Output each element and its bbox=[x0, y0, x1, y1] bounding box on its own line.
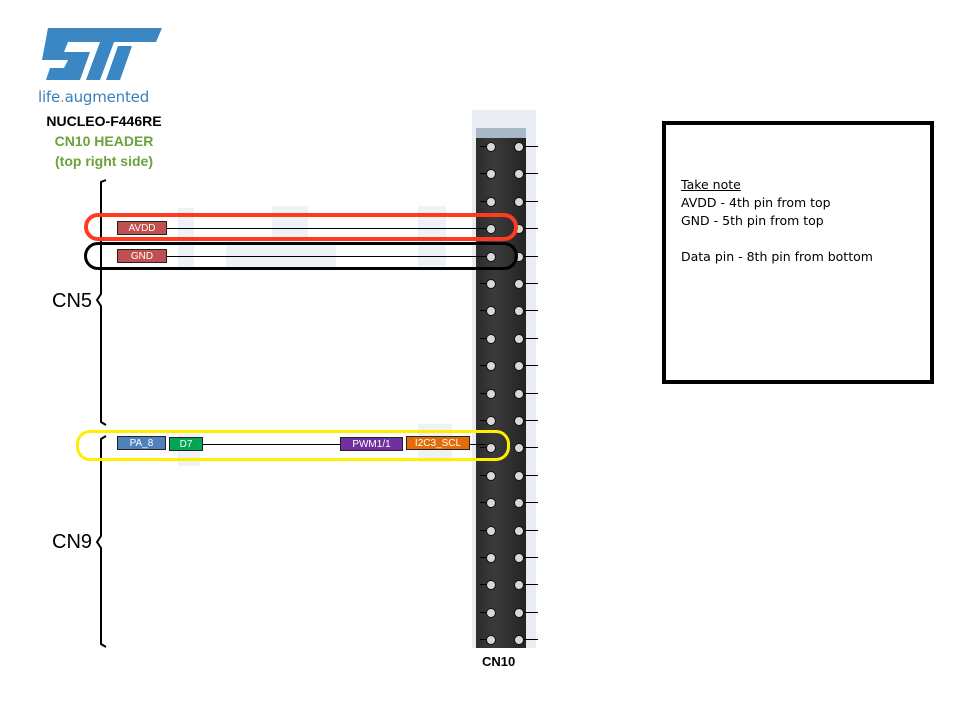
header-pin bbox=[486, 498, 496, 508]
header-pin-row bbox=[480, 633, 542, 645]
header-title: CN10 HEADER bbox=[24, 133, 184, 149]
header-pin bbox=[514, 443, 524, 453]
header-pin bbox=[514, 471, 524, 481]
pin-lead bbox=[522, 584, 538, 585]
cn5-label: CN5 bbox=[52, 290, 92, 313]
header-pin bbox=[514, 361, 524, 371]
cn10-label: CN10 bbox=[482, 654, 515, 669]
header-pin bbox=[514, 169, 524, 179]
header-pin-row bbox=[480, 414, 542, 426]
header-pin bbox=[514, 279, 524, 289]
header-pin bbox=[486, 471, 496, 481]
cn9-label: CN9 bbox=[52, 531, 92, 554]
board-title: NUCLEO-F446RE bbox=[24, 113, 184, 129]
note-data-pin: Data pin - 8th pin from bottom bbox=[681, 249, 873, 264]
pin-lead bbox=[522, 310, 538, 311]
header-pin bbox=[486, 279, 496, 289]
header-pin bbox=[514, 197, 524, 207]
pin-lead bbox=[522, 447, 538, 448]
pin-lead bbox=[522, 502, 538, 503]
header-pin bbox=[486, 635, 496, 645]
header-pin bbox=[486, 553, 496, 563]
header-pin bbox=[486, 306, 496, 316]
header-pin bbox=[486, 361, 496, 371]
note-avdd: AVDD - 4th pin from top bbox=[681, 195, 831, 210]
header-pin bbox=[514, 389, 524, 399]
pin-lead bbox=[522, 530, 538, 531]
pin-lead bbox=[522, 146, 538, 147]
pin-lead bbox=[522, 256, 538, 257]
header-pin bbox=[486, 580, 496, 590]
pin-lead bbox=[522, 420, 538, 421]
header-pin-row bbox=[480, 578, 542, 590]
header-pin bbox=[514, 498, 524, 508]
header-pin bbox=[514, 608, 524, 618]
header-pin bbox=[514, 553, 524, 563]
header-pin bbox=[486, 608, 496, 618]
header-pin-row bbox=[480, 524, 542, 536]
pin-lead bbox=[522, 475, 538, 476]
header-pin bbox=[486, 142, 496, 152]
header-pin-row bbox=[480, 387, 542, 399]
header-pin bbox=[514, 306, 524, 316]
logo-tagline: life.augmented bbox=[38, 88, 149, 106]
header-pin bbox=[486, 389, 496, 399]
pin-lead bbox=[522, 201, 538, 202]
header-pin bbox=[514, 580, 524, 590]
header-pin bbox=[486, 526, 496, 536]
header-pin bbox=[514, 526, 524, 536]
header-pin bbox=[486, 169, 496, 179]
header-pin-row bbox=[480, 277, 542, 289]
header-side-label: (top right side) bbox=[24, 153, 184, 169]
pin-lead bbox=[522, 639, 538, 640]
header-pin bbox=[486, 416, 496, 426]
header-pin bbox=[486, 197, 496, 207]
pin-lead bbox=[522, 283, 538, 284]
gnd-highlight bbox=[84, 242, 518, 270]
header-pin-row bbox=[480, 606, 542, 618]
header-pin-row bbox=[480, 359, 542, 371]
header-pin bbox=[486, 334, 496, 344]
pin-lead bbox=[522, 612, 538, 613]
data-pin-highlight bbox=[76, 430, 510, 461]
header-pin-row bbox=[480, 140, 542, 152]
header-pin-row bbox=[480, 496, 542, 508]
header-pin-row bbox=[480, 195, 542, 207]
header-pin-row bbox=[480, 332, 542, 344]
header-pin bbox=[514, 334, 524, 344]
header-pin-row bbox=[480, 167, 542, 179]
pin-lead bbox=[522, 338, 538, 339]
pin-lead bbox=[522, 228, 538, 229]
note-gnd: GND - 5th pin from top bbox=[681, 213, 824, 228]
header-pin bbox=[514, 142, 524, 152]
header-pin-row bbox=[480, 469, 542, 481]
pin-lead bbox=[522, 365, 538, 366]
header-pin bbox=[514, 635, 524, 645]
header-pin-row bbox=[480, 304, 542, 316]
header-pin bbox=[514, 416, 524, 426]
header-pin-row bbox=[480, 551, 542, 563]
note-heading: Take note bbox=[681, 177, 741, 192]
avdd-highlight bbox=[84, 213, 518, 241]
pin-lead bbox=[522, 393, 538, 394]
pin-lead bbox=[522, 557, 538, 558]
cn10-header-cap bbox=[476, 128, 526, 138]
pin-lead bbox=[522, 173, 538, 174]
